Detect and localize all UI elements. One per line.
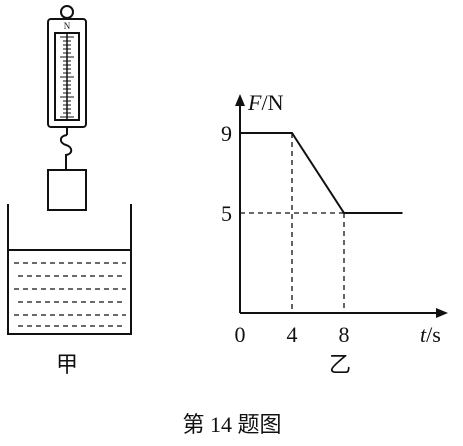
x-tick-label: 0 [235, 322, 246, 347]
y-tick-label: 5 [221, 201, 232, 226]
water-container [7, 204, 132, 335]
x-axis-unit: /s [426, 322, 441, 347]
hanging-block [47, 169, 87, 211]
chart-ticks: 0 4 8 9 5 [221, 121, 350, 347]
scale-top-letter: N [64, 21, 71, 31]
panel-b-label: 乙 [329, 352, 351, 377]
figure-caption: 第 14 题图 [182, 412, 281, 437]
chart-series [240, 132, 403, 214]
x-axis-var: t [420, 322, 427, 347]
y-axis-label: F/N [247, 90, 284, 115]
spring-scale-apparatus [7, 5, 132, 335]
x-axis-arrow [436, 308, 448, 318]
y-axis-var: F [247, 90, 262, 115]
panel-a-label: 甲 [56, 352, 78, 377]
scale-hook [59, 134, 73, 170]
spring-scale-ticks [60, 36, 74, 118]
force-time-chart: F/N t/s 0 4 8 9 5 [221, 90, 448, 347]
x-axis-label: t/s [420, 322, 441, 347]
scale-hanging-ring [60, 5, 74, 19]
water-dashes [14, 262, 126, 327]
y-axis-unit: /N [261, 90, 283, 115]
force-line-series [240, 132, 403, 214]
x-tick-label: 8 [339, 322, 350, 347]
y-tick-label: 9 [221, 121, 232, 146]
y-axis-arrow [235, 94, 245, 106]
chart-guides [240, 133, 345, 313]
x-tick-label: 4 [287, 322, 298, 347]
